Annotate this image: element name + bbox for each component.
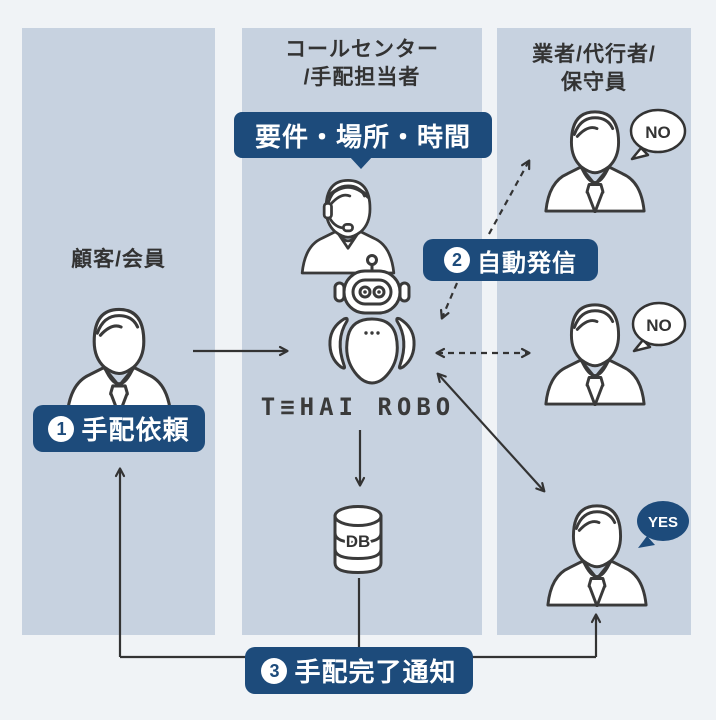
- step2-number-icon: 2: [444, 247, 470, 273]
- customer-panel-title: 顧客/会員: [71, 248, 166, 271]
- vendor3-yes-bubble: YES: [637, 501, 689, 548]
- vendor1-no-text: NO: [645, 123, 671, 142]
- tehai-robo-logo: T≡HAI ROBO: [260, 393, 456, 421]
- arrow-autocall-return: [439, 282, 459, 320]
- vendor1-icon: [544, 110, 646, 213]
- step3-label: 手配完了通知: [294, 657, 457, 687]
- customer-icon: [65, 307, 173, 416]
- robot-icon: [328, 254, 416, 385]
- call-center-panel-title: コールセンター /手配担当者: [242, 36, 482, 92]
- badge-requirements: 要件・場所・時間: [234, 112, 492, 158]
- operator-icon: [300, 178, 396, 275]
- step2-label: 自動発信: [477, 249, 577, 277]
- vendor3-yes-text: YES: [648, 514, 678, 531]
- arrow-autocall-to-vendor1: [488, 159, 531, 235]
- vendors-title-line1: 業者/代行者/: [532, 43, 656, 66]
- arrow-robot-vendor3: [436, 372, 546, 493]
- db-label: DB: [346, 532, 371, 551]
- vendor2-icon: [544, 303, 646, 406]
- badge-requirements-pointer: [349, 156, 373, 169]
- badge-requirements-label: 要件・場所・時間: [254, 121, 471, 152]
- call-center-title-line2: /手配担当者: [303, 66, 421, 89]
- step1-number-icon: 1: [48, 415, 75, 442]
- vendor2-no-text: NO: [646, 316, 672, 335]
- badge-step1: 1 手配依頼: [33, 405, 205, 452]
- step3-number-icon: 3: [261, 657, 288, 684]
- step1-label: 手配依頼: [81, 415, 190, 445]
- call-center-title-line1: コールセンター: [285, 38, 439, 61]
- badge-step3: 3 手配完了通知: [245, 647, 473, 694]
- vendor3-icon: [546, 504, 648, 607]
- vendors-title-line2: 保守員: [561, 71, 627, 94]
- badge-step2: 2 自動発信: [423, 239, 598, 281]
- vendors-panel-title: 業者/代行者/ 保守員: [497, 41, 691, 97]
- vendor1-no-bubble: NO: [629, 108, 687, 161]
- vendor2-no-bubble: NO: [631, 301, 687, 353]
